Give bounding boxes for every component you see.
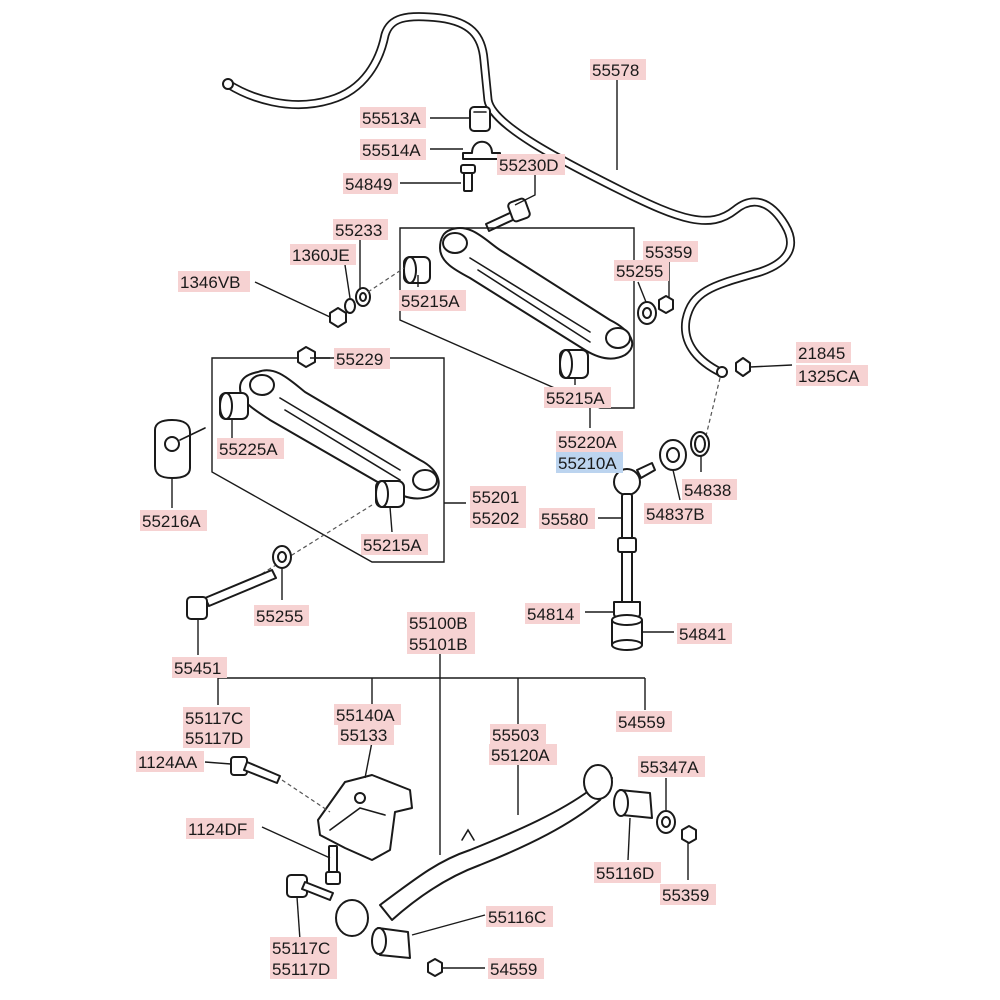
trailing-arm-55503[interactable] — [379, 769, 613, 921]
bolt-55451[interactable] — [186, 569, 277, 620]
nut-55229[interactable] — [297, 346, 316, 368]
ring-54838[interactable] — [690, 431, 710, 457]
washer-1360JE[interactable] — [344, 298, 356, 314]
label-54849[interactable]: 54849 — [345, 175, 392, 194]
leader-lines — [171, 80, 793, 969]
label-55514A[interactable]: 55514A — [362, 141, 421, 160]
label-54559-lower[interactable]: 54559 — [490, 960, 537, 979]
bushing-55116D[interactable] — [613, 789, 653, 819]
bushing-54837B[interactable] — [659, 439, 687, 471]
label-55216A[interactable]: 55216A — [142, 512, 201, 531]
nut-1346VB[interactable] — [329, 307, 347, 328]
label-55120A[interactable]: 55120A — [491, 746, 550, 765]
label-1360JE[interactable]: 1360JE — [292, 246, 350, 265]
bushing-front-eye[interactable] — [335, 899, 369, 937]
bolt-1124AA[interactable] — [230, 756, 281, 784]
label-54559-upper[interactable]: 54559 — [618, 713, 665, 732]
label-1124AA[interactable]: 1124AA — [138, 753, 198, 772]
label-55140A[interactable]: 55140A — [336, 706, 395, 725]
part-labels: 55578 55513A 55514A 54849 55230D 55233 1… — [136, 59, 868, 979]
label-54814[interactable]: 54814 — [527, 605, 574, 624]
label-55580[interactable]: 55580 — [541, 510, 588, 529]
washer-55347A[interactable] — [656, 810, 676, 834]
label-54838[interactable]: 54838 — [684, 481, 731, 500]
bushing-55513A[interactable] — [469, 106, 491, 132]
stabilizer-bar[interactable] — [222, 12, 796, 378]
nut-54559-lower[interactable] — [427, 958, 443, 977]
group-outline-55201 — [211, 357, 445, 563]
label-55215A-upper-2[interactable]: 55215A — [546, 389, 605, 408]
nut-55359-lower[interactable] — [681, 825, 697, 844]
label-55513A[interactable]: 55513A — [362, 109, 421, 128]
bracket-55514A[interactable] — [462, 140, 501, 160]
bolt-54849[interactable] — [460, 164, 476, 192]
label-55101B[interactable]: 55101B — [409, 635, 468, 654]
label-55451[interactable]: 55451 — [174, 659, 221, 678]
label-55116D[interactable]: 55116D — [596, 864, 654, 883]
label-55220A[interactable]: 55220A — [558, 433, 617, 452]
bushing-55215A-lower[interactable] — [375, 480, 405, 508]
label-55117D-2[interactable]: 55117D — [272, 960, 330, 979]
upper-control-arm[interactable] — [439, 227, 634, 360]
bolt-1124DF[interactable] — [325, 845, 341, 885]
nut-55359-upper[interactable] — [658, 295, 674, 314]
label-55225A[interactable]: 55225A — [219, 440, 278, 459]
label-55210A[interactable]: 55210A — [558, 454, 617, 473]
label-55359-upper[interactable]: 55359 — [645, 243, 692, 262]
label-55133[interactable]: 55133 — [340, 726, 387, 745]
label-54837B[interactable]: 54837B — [646, 505, 705, 524]
label-55230D[interactable]: 55230D — [499, 156, 559, 175]
label-55201[interactable]: 55201 — [472, 488, 519, 507]
label-55233[interactable]: 55233 — [335, 221, 382, 240]
stabilizer-link-55580[interactable] — [613, 462, 656, 605]
label-55255-lower[interactable]: 55255 — [256, 607, 303, 626]
label-55255-upper[interactable]: 55255 — [616, 262, 663, 281]
washer-55255-upper[interactable] — [637, 301, 657, 325]
bushing-55116C[interactable] — [371, 927, 411, 959]
label-55503[interactable]: 55503 — [492, 726, 539, 745]
assembly-line-upper-left — [367, 267, 405, 293]
washer-55255-lower[interactable] — [272, 545, 292, 569]
bushing-54841[interactable] — [611, 614, 643, 651]
plate-55216A[interactable] — [154, 419, 206, 479]
assembly-line-bracket — [281, 779, 331, 813]
label-55359-lower[interactable]: 55359 — [662, 886, 709, 905]
label-1325CA[interactable]: 1325CA — [798, 367, 860, 386]
label-55578[interactable]: 55578 — [592, 61, 639, 80]
washer-55233[interactable] — [355, 287, 371, 307]
label-55347A[interactable]: 55347A — [640, 758, 699, 777]
label-21845[interactable]: 21845 — [798, 344, 845, 363]
label-55229[interactable]: 55229 — [336, 350, 383, 369]
lower-control-arm[interactable] — [239, 369, 440, 500]
bushing-55215A-upper-2[interactable] — [559, 349, 589, 379]
label-55117D-1[interactable]: 55117D — [185, 729, 243, 748]
bushing-55117C-rear[interactable] — [583, 764, 613, 800]
label-55100B[interactable]: 55100B — [409, 614, 468, 633]
label-55215A-lower[interactable]: 55215A — [363, 536, 422, 555]
label-55202[interactable]: 55202 — [472, 509, 519, 528]
bolt-55230D[interactable] — [485, 197, 531, 232]
label-55117C-1[interactable]: 55117C — [185, 709, 243, 728]
assembly-line-link-top — [704, 377, 721, 441]
label-55117C-2[interactable]: 55117C — [272, 939, 330, 958]
nut-21845[interactable] — [735, 357, 751, 377]
label-55116C[interactable]: 55116C — [488, 908, 546, 927]
bushing-55215A-upper-1[interactable] — [403, 256, 431, 284]
label-55215A-upper-1[interactable]: 55215A — [401, 292, 460, 311]
label-1124DF[interactable]: 1124DF — [188, 820, 247, 839]
bushing-55225A[interactable] — [219, 392, 249, 420]
label-54841[interactable]: 54841 — [679, 625, 726, 644]
label-1346VB[interactable]: 1346VB — [180, 273, 241, 292]
bracket-55140A[interactable] — [317, 774, 413, 861]
